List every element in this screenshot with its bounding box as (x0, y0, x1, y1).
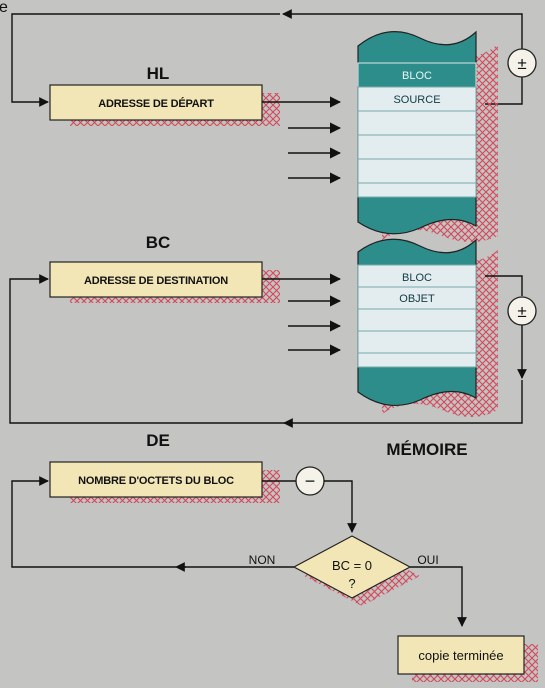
decision-diamond (292, 535, 412, 599)
target-block-line2: OBJET (399, 293, 435, 305)
source-block-line2: SOURCE (393, 94, 440, 106)
bc-loop-top-line (485, 275, 523, 296)
memory-target-block (357, 238, 498, 417)
source-block-line1: BLOC (402, 70, 432, 82)
bc-loop-left-line (9, 274, 280, 424)
minus-to-decision-arrow (324, 480, 357, 533)
hl-address-box (49, 84, 263, 121)
de-box-label: NOMBRE D'OCTETS DU BLOC (78, 475, 234, 487)
hl-register-label: HL (147, 64, 170, 83)
decision-question-mark: ? (348, 576, 355, 591)
bc-box-label: ADRESSE DE DESTINATION (84, 275, 228, 287)
yes-branch-arrow (410, 566, 467, 627)
hl-box-label: ADRESSE DE DÉPART (98, 97, 214, 110)
memory-caption: MÉMOIRE (386, 440, 467, 459)
plus-minus-mid-label: ± (517, 302, 526, 321)
bc-register-label: BC (146, 233, 171, 252)
plus-minus-top-label: ± (517, 54, 526, 73)
edge-fragment: e (0, 0, 8, 16)
memory-source-block (357, 30, 498, 243)
hl-loop-left-line (11, 13, 280, 107)
de-count-box (49, 461, 263, 498)
bc-loop-bottom-line (280, 380, 523, 424)
target-block-line1: BLOC (402, 272, 432, 284)
result-box (397, 635, 525, 675)
hl-loop-top-line (286, 13, 523, 50)
minus-label: − (305, 471, 316, 491)
de-register-label: DE (146, 431, 170, 450)
plus-minus-top-icon (507, 48, 537, 78)
result-label: copie terminée (418, 648, 503, 663)
no-branch-loop-line (11, 476, 176, 568)
yes-label: OUI (417, 553, 438, 567)
no-label: NON (249, 553, 276, 567)
decision-condition: BC = 0 (332, 558, 372, 573)
